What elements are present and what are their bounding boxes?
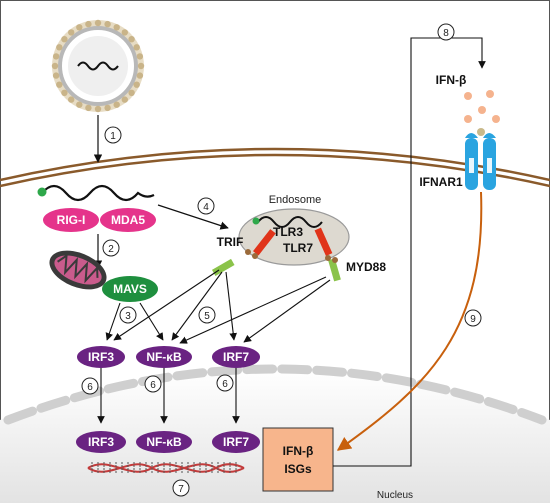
virus-spike <box>52 53 60 60</box>
tlr7-receptor <box>314 227 333 257</box>
mavs-label: MAVS <box>113 282 147 296</box>
step-label: 8 <box>443 28 449 39</box>
virus-spike <box>121 96 128 103</box>
virus-spike <box>94 19 102 27</box>
step-label: 1 <box>110 131 116 142</box>
virus-spike <box>85 20 92 28</box>
ifnar1-label: IFNAR1 <box>419 175 463 189</box>
tlr3-receptor <box>253 229 276 256</box>
rig-i-label: RIG-I <box>57 213 86 227</box>
isgs-box-label: ISGs <box>284 462 312 476</box>
virus-spike <box>56 44 63 51</box>
ifn-beta-label: IFN-β <box>436 73 467 87</box>
step-marker <box>81 377 99 395</box>
virus-spike <box>136 53 144 60</box>
step-label: 7 <box>178 484 184 495</box>
step-label: 4 <box>203 202 209 213</box>
virus-spike <box>104 104 111 112</box>
irf3-cyto-pill: IRF3 <box>77 346 125 368</box>
step-label: 6 <box>222 379 228 390</box>
dna-helix-icon <box>87 462 245 474</box>
irf3-nuc-label: IRF3 <box>88 435 114 449</box>
step-marker <box>464 309 482 327</box>
virus-spike <box>56 81 63 88</box>
irf7-cyto-pill: IRF7 <box>212 346 260 368</box>
step-label: 5 <box>204 311 210 322</box>
nfkb-nuc-label: NF-κB <box>146 435 182 449</box>
virus-spike <box>52 72 60 79</box>
tlr3-label: TLR3 <box>273 225 303 239</box>
viral-rna <box>77 61 119 71</box>
step-marker <box>198 306 216 324</box>
step-label: 9 <box>470 314 476 325</box>
virus-spike <box>128 36 135 43</box>
irf7-nuc-pill: IRF7 <box>212 431 260 453</box>
nuclear-envelope <box>3 364 547 425</box>
step-marker <box>144 375 162 393</box>
virus-spike <box>133 81 140 88</box>
mavs-pill: MAVS <box>102 276 158 302</box>
trif-label: TRIF <box>217 235 244 249</box>
nfkb-cyto-label: NF-κB <box>146 350 182 364</box>
ifn-beta-box-label: IFN-β <box>283 444 314 458</box>
virus-spike <box>113 24 120 31</box>
mitochondrion-icon <box>49 250 107 290</box>
mda5-label: MDA5 <box>111 213 145 227</box>
virus-particle <box>51 19 145 113</box>
myd88-adaptor <box>328 258 341 282</box>
tlr7-label: TLR7 <box>283 241 313 255</box>
virus-spike <box>68 29 75 36</box>
endosome-label: Endosome <box>269 194 322 206</box>
virus-spike <box>104 20 111 28</box>
virus-spike <box>76 101 83 108</box>
viral-rna-cytosol <box>41 184 155 202</box>
myd88-label: MYD88 <box>346 260 386 274</box>
irf7-cyto-label: IRF7 <box>223 350 249 364</box>
nucleus-label: Nucleus <box>377 490 413 501</box>
virus-spike <box>137 62 145 70</box>
irf3-cyto-label: IRF3 <box>88 350 114 364</box>
rna-cap <box>37 187 47 197</box>
ifnar1-receptor <box>465 133 496 190</box>
mda5-pill: MDA5 <box>100 208 156 232</box>
step-label: 3 <box>125 311 131 322</box>
virus-spike <box>68 96 75 103</box>
nfkb-nuc-pill: NF-κB <box>136 431 192 453</box>
ifnar-signal-arrow <box>336 191 483 451</box>
virus-spike <box>76 24 83 31</box>
step-label: 6 <box>150 380 156 391</box>
step-marker <box>172 479 190 497</box>
trif-adaptor <box>211 258 235 276</box>
ifn-beta-molecules <box>464 90 500 136</box>
step-label: 2 <box>108 244 114 255</box>
virus-spike <box>133 44 140 51</box>
ifn-isgs-box <box>262 427 334 492</box>
step-marker <box>216 374 234 392</box>
virus-spike <box>113 101 120 108</box>
step-marker <box>437 23 455 41</box>
virus-spike <box>51 62 59 70</box>
step-marker <box>102 239 120 257</box>
step-marker <box>119 306 137 324</box>
virus-spike <box>136 72 144 79</box>
rig-i-pill: RIG-I <box>43 208 99 232</box>
virus-spike <box>61 89 68 97</box>
secretion-path <box>333 37 486 467</box>
step-marker <box>197 197 215 215</box>
irf3-nuc-pill: IRF3 <box>76 431 126 453</box>
virus-spike <box>128 89 135 97</box>
virus-spike <box>61 36 68 43</box>
virus-spike <box>121 29 128 36</box>
virus-spike <box>94 105 102 113</box>
step-label: 6 <box>87 382 93 393</box>
irf7-nuc-label: IRF7 <box>223 435 249 449</box>
virus-spike <box>85 104 92 112</box>
step-marker <box>104 126 122 144</box>
nfkb-cyto-pill: NF-κB <box>136 346 192 368</box>
